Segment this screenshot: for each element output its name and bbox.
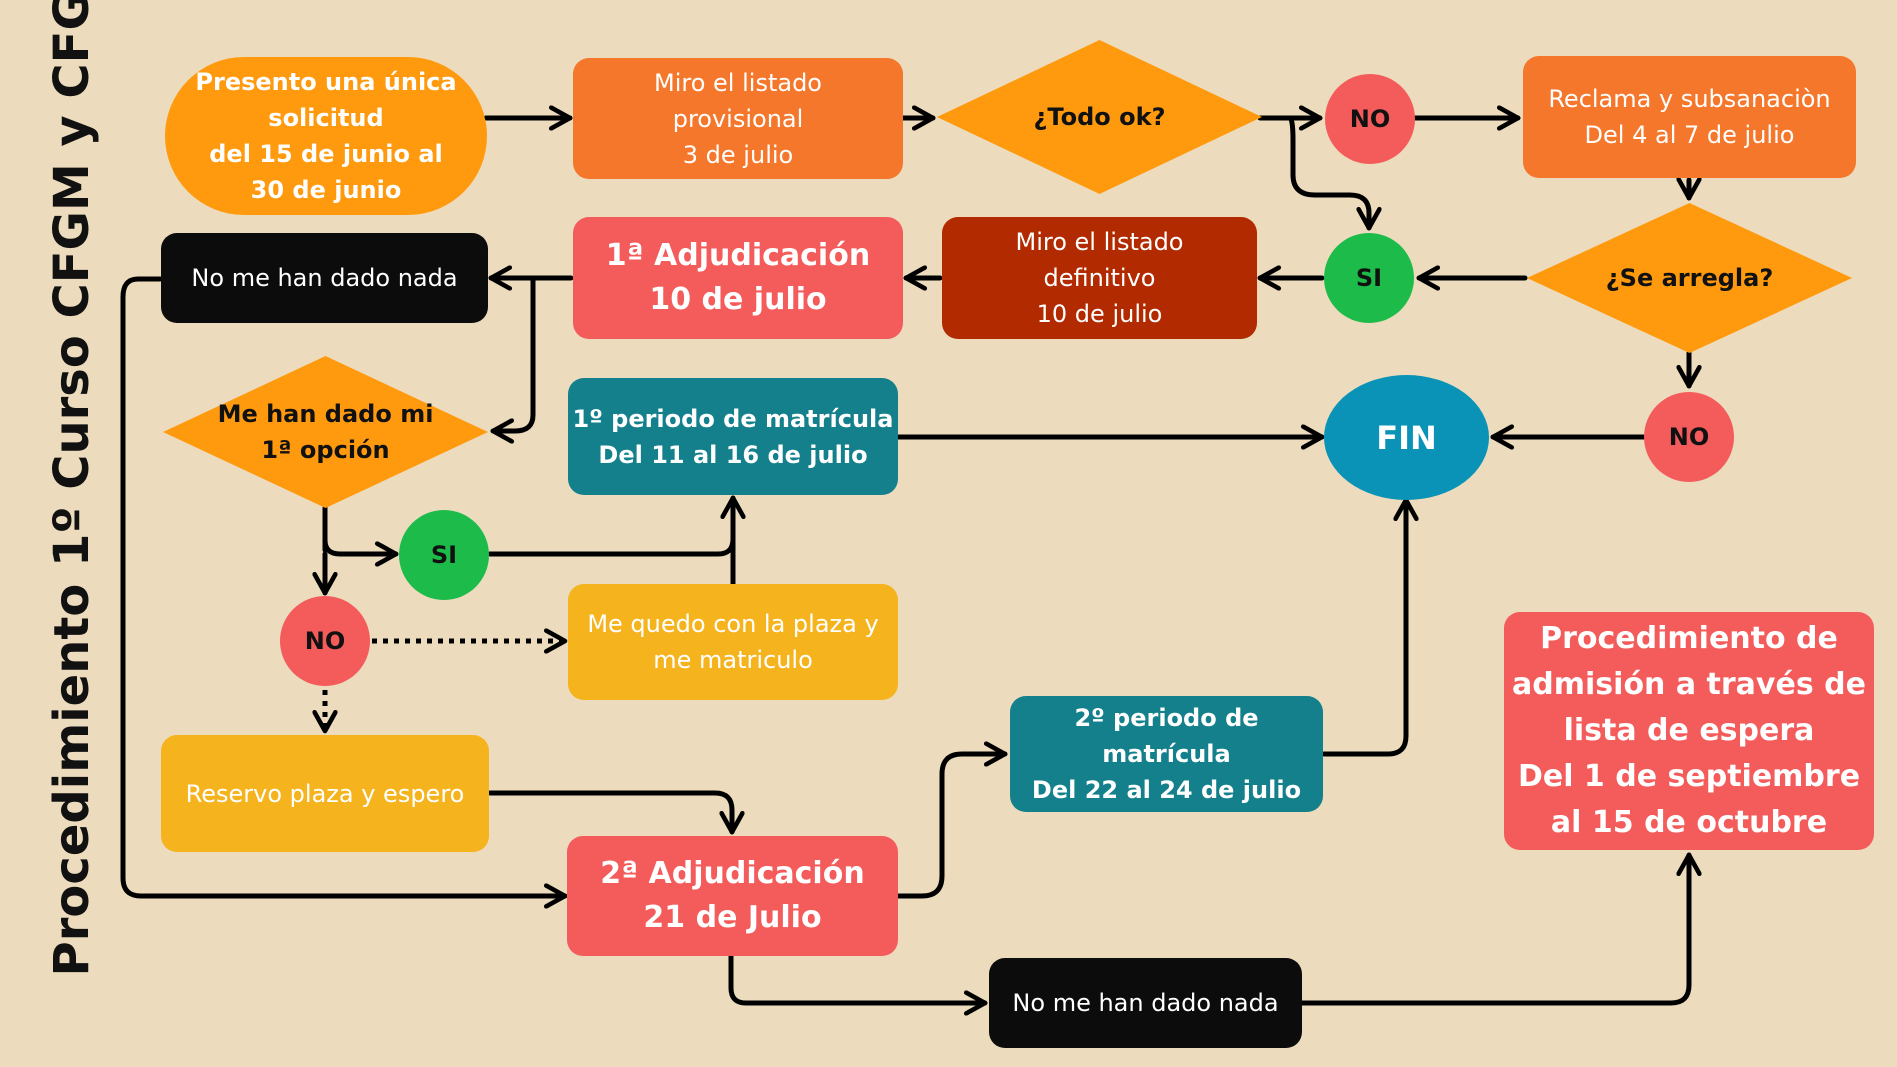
si-circle-matricula: SI [399, 510, 489, 600]
diamond-shape [163, 356, 488, 508]
adjudicacion-1-node: 1ª Adjudicación 10 de julio [573, 217, 903, 339]
no-circle-reserva: NO [280, 596, 370, 686]
diamond-shape [1527, 203, 1852, 353]
edge-reservo-adjudicacion2 [487, 790, 732, 835]
nada-2-node: No me han dado nada [989, 958, 1302, 1048]
listado-provisional-node: Miro el listado provisional 3 de julio [573, 58, 903, 179]
edge-adjudicacion2-nada2 [728, 953, 988, 1003]
adjudicacion-2-node: 2ª Adjudicación 21 de Julio [567, 836, 898, 956]
si-circle-definitivo: SI [1324, 233, 1414, 323]
no-circle-todook: NO [1325, 74, 1415, 164]
primera-opcion-decision: Me han dado mi 1ª opción [163, 356, 488, 508]
matricula-2-node: 2º periodo de matrícula Del 22 al 24 de … [1010, 696, 1323, 812]
decision-label: ¿Todo ok? [1033, 103, 1166, 131]
no-circle-fin: NO [1644, 392, 1734, 482]
fin-node: FIN [1324, 375, 1489, 500]
listado-definitivo-node: Miro el listado definitivo 10 de julio [942, 217, 1257, 339]
todo-ok-decision: ¿Todo ok? [937, 40, 1262, 194]
decision-label: Me han dado mi 1ª opción [217, 400, 434, 464]
me-quedo-node: Me quedo con la plaza y me matriculo [568, 584, 898, 700]
edge-si-matricula1 [487, 495, 733, 557]
decision-label: ¿Se arregla? [1605, 264, 1774, 292]
edge-todook-si [1287, 115, 1369, 231]
lista-espera-node: Procedimiento de admisión a través de li… [1504, 612, 1874, 850]
edge-adjudicacion1-opcion [490, 275, 536, 431]
se-arregla-decision: ¿Se arregla? [1527, 203, 1852, 353]
edge-adjudicacion2-matricula2 [895, 754, 1008, 899]
edge-nada2-listaespera [1299, 852, 1689, 1006]
diamond-shape [937, 40, 1262, 194]
solicitud-node: Presento una única solicitud del 15 de j… [165, 57, 487, 215]
edge-nada1-adjudicacion2 [120, 276, 568, 896]
reservo-node: Reservo plaza y espero [161, 735, 489, 852]
edge-matricula2-fin [1321, 497, 1406, 757]
matricula-1-node: 1º periodo de matrícula Del 11 al 16 de … [568, 378, 898, 495]
edge-opcion-si [322, 537, 399, 554]
reclama-node: Reclama y subsanaciòn Del 4 al 7 de juli… [1523, 56, 1856, 178]
nada-1-node: No me han dado nada [161, 233, 488, 323]
